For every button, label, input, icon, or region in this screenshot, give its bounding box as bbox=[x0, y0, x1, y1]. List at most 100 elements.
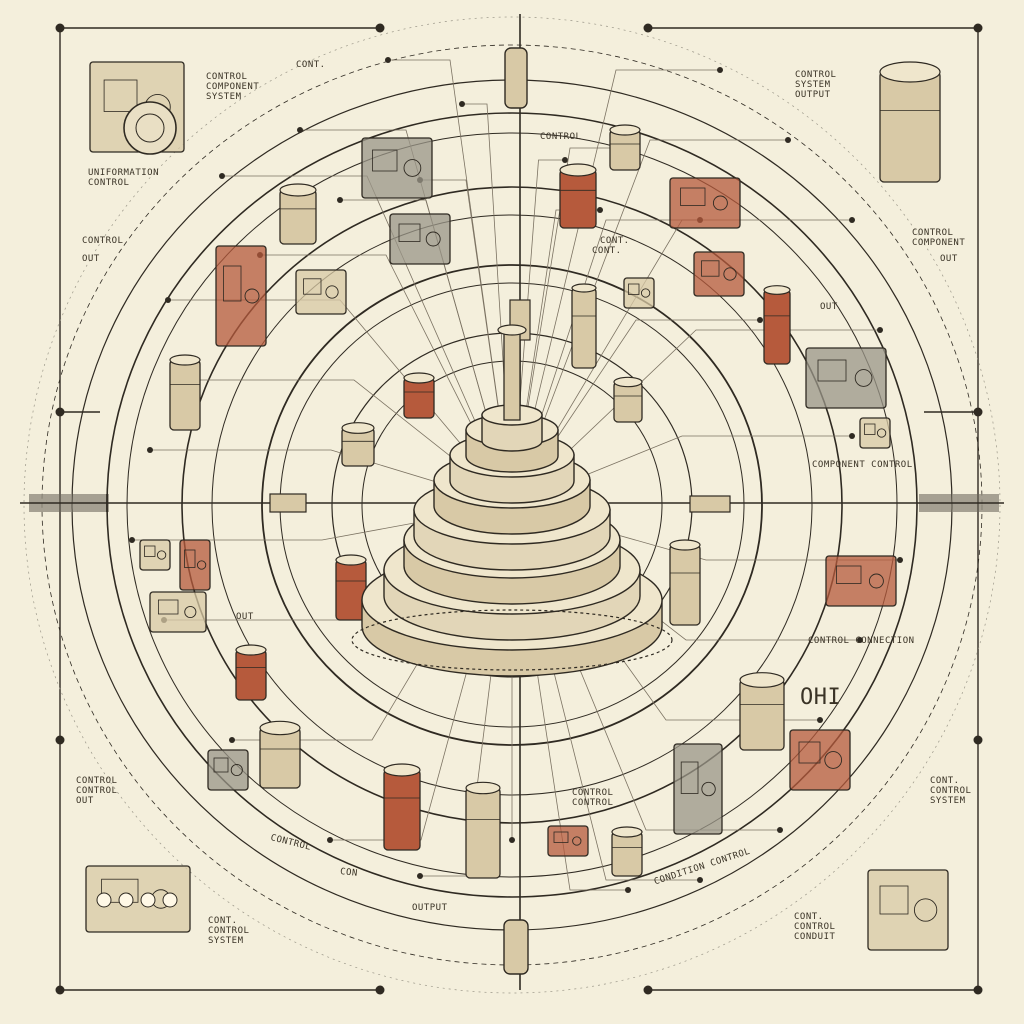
box-panel bbox=[879, 885, 909, 915]
frame-node bbox=[643, 23, 653, 33]
leader-node bbox=[697, 877, 703, 883]
cylinder-cap bbox=[169, 354, 201, 366]
leader-line bbox=[511, 219, 700, 506]
box-dial bbox=[854, 369, 873, 387]
cylinder-cap bbox=[613, 376, 643, 388]
box-dial bbox=[640, 288, 651, 298]
leader-node bbox=[777, 827, 783, 833]
label-misc-a: CONT. bbox=[600, 236, 630, 246]
label-camera-caption: UNIFORMATION CONTROL bbox=[88, 168, 160, 188]
leader-node bbox=[337, 197, 343, 203]
leader-node bbox=[417, 873, 423, 879]
box-panel bbox=[398, 223, 421, 242]
leader-node bbox=[562, 157, 568, 163]
panel-knob bbox=[162, 892, 178, 908]
box-panel bbox=[303, 278, 322, 295]
leader-node bbox=[459, 101, 465, 107]
box-panel bbox=[223, 265, 242, 302]
component-cylinder bbox=[609, 129, 641, 171]
leader-line bbox=[511, 159, 565, 506]
box-panel bbox=[184, 549, 196, 568]
box-dial bbox=[196, 560, 207, 570]
leader-node bbox=[717, 67, 723, 73]
box-dial bbox=[325, 285, 339, 299]
leader-node bbox=[327, 837, 333, 843]
cylinder-cap bbox=[739, 672, 785, 688]
box-dial bbox=[403, 159, 422, 177]
leader-line bbox=[420, 179, 513, 506]
frame-node bbox=[375, 985, 385, 995]
leader-line bbox=[511, 147, 628, 506]
panel-knob bbox=[118, 892, 134, 908]
leader-node bbox=[385, 57, 391, 63]
label-bottom-center: CONTROL CONTROL bbox=[572, 788, 614, 808]
border-frame bbox=[55, 23, 983, 995]
outer-dotted-ring bbox=[23, 16, 1001, 994]
label-left-lower: CONTROL CONTROL OUT bbox=[76, 776, 118, 806]
label-right-mid-small: OUT bbox=[940, 254, 958, 264]
frame-node bbox=[55, 985, 65, 995]
box-panel bbox=[372, 149, 398, 172]
leader-node bbox=[147, 447, 153, 453]
leader-node bbox=[877, 327, 883, 333]
box-dial bbox=[701, 781, 716, 797]
leader-node bbox=[849, 217, 855, 223]
cylinder-cap bbox=[669, 539, 701, 551]
cylinder-cap bbox=[383, 763, 421, 777]
component-cylinder bbox=[571, 287, 597, 369]
leader-node bbox=[165, 297, 171, 303]
box-dial bbox=[876, 428, 887, 438]
frame-node bbox=[375, 23, 385, 33]
box-dial bbox=[156, 550, 167, 560]
cylinder-cap bbox=[609, 124, 641, 136]
frame-node bbox=[55, 407, 65, 417]
box-dial bbox=[824, 751, 843, 769]
box-dial bbox=[572, 836, 582, 846]
leader-node bbox=[297, 127, 303, 133]
cylinder-cap bbox=[571, 283, 597, 293]
box-panel bbox=[144, 545, 156, 557]
box-panel bbox=[701, 260, 720, 277]
leader-line bbox=[340, 199, 513, 506]
frame-node bbox=[973, 735, 983, 745]
leader-node bbox=[817, 717, 823, 723]
leader-node bbox=[849, 433, 855, 439]
right-coupling bbox=[689, 495, 731, 513]
component-cylinder bbox=[763, 289, 791, 365]
cylinder-cap bbox=[465, 781, 501, 795]
box-dial bbox=[712, 195, 728, 211]
box-panel bbox=[836, 565, 862, 584]
label-right-mid: CONTROL COMPONENT bbox=[912, 228, 966, 248]
box-panel bbox=[103, 79, 138, 112]
component-cylinder bbox=[739, 679, 785, 751]
frame-node bbox=[973, 23, 983, 33]
box-dial bbox=[868, 573, 884, 589]
leader-line bbox=[511, 139, 788, 506]
cylinder-cap bbox=[335, 554, 367, 566]
component-cylinder bbox=[465, 787, 501, 879]
box-panel bbox=[553, 831, 569, 843]
hub-shaft-cap bbox=[497, 324, 527, 336]
label-right-rail: COMPONENT CONTROL bbox=[812, 460, 913, 470]
box-dial bbox=[425, 231, 441, 247]
leader-node bbox=[857, 637, 863, 643]
orbit-ring bbox=[126, 132, 898, 878]
cylinder-cap bbox=[279, 183, 317, 197]
component-cylinder bbox=[613, 381, 643, 423]
panel-knob bbox=[140, 892, 156, 908]
frame-node bbox=[55, 735, 65, 745]
leader-line bbox=[260, 254, 513, 506]
cylinder-cap bbox=[611, 826, 643, 838]
label-bottom-right: CONT. CONTROL CONDUIT bbox=[794, 912, 836, 942]
frame-node bbox=[55, 23, 65, 33]
frame-node bbox=[973, 985, 983, 995]
label-bottom-left: CONT. CONTROL SYSTEM bbox=[208, 916, 250, 946]
box-dial bbox=[913, 898, 938, 922]
frame-node bbox=[643, 985, 653, 995]
label-center-top: CONTROL bbox=[540, 132, 582, 142]
cylinder-cap bbox=[259, 720, 301, 736]
orbit-ring bbox=[106, 112, 918, 898]
label-top-small: CONT. bbox=[296, 60, 326, 70]
cylinder-cap bbox=[879, 61, 941, 83]
label-bottom-arc-right-box: OUTPUT bbox=[412, 903, 448, 913]
